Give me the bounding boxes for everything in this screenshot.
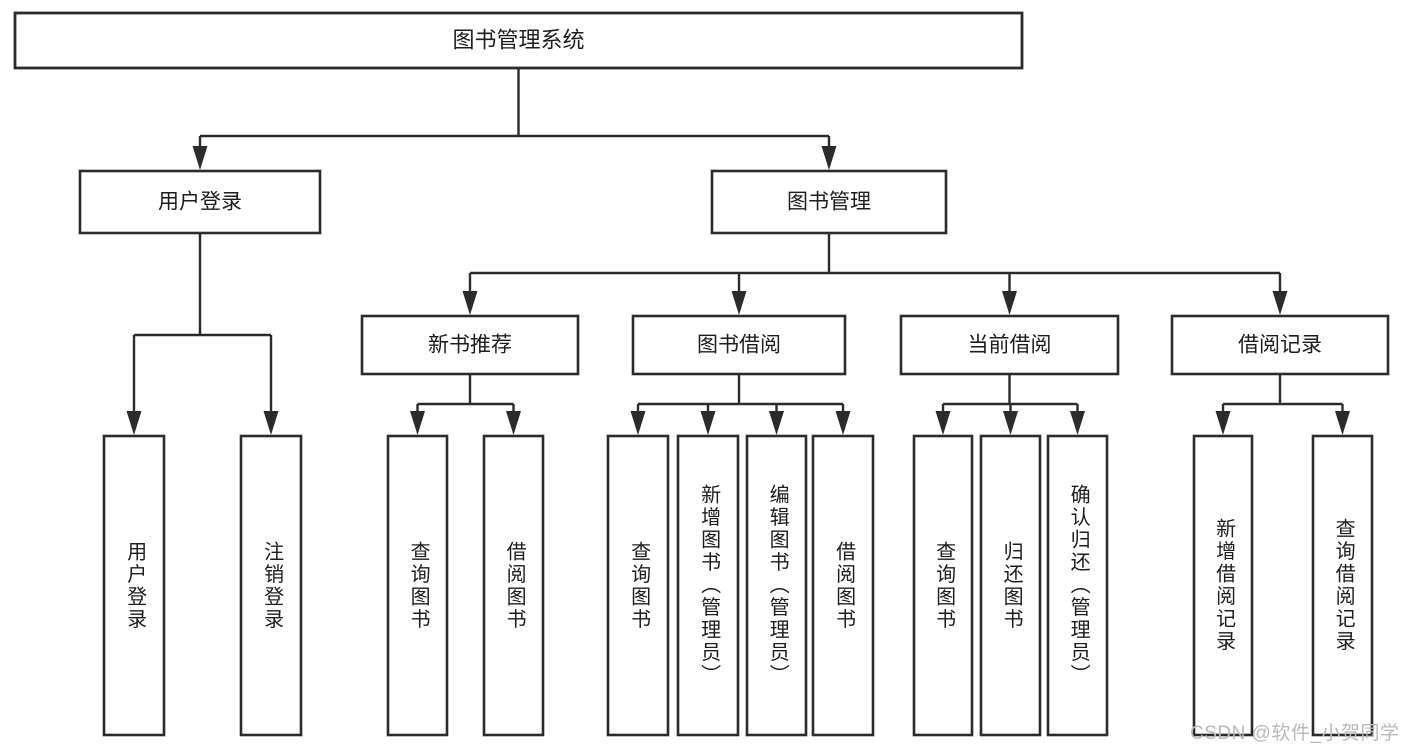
node-label: 用户登录 [158, 191, 242, 214]
node-leaf-user-login[interactable] [102, 434, 166, 737]
arrow-head-icon [835, 411, 851, 435]
node-label: 图书借阅 [697, 334, 781, 357]
node-label: 当前借阅 [968, 334, 1052, 357]
connector-group-new-book-rec [410, 374, 521, 435]
arrow-head-icon [1070, 411, 1085, 435]
node-box[interactable] [811, 434, 875, 737]
node-box[interactable] [1192, 434, 1254, 737]
node-current-borrow[interactable]: 当前借阅 [899, 314, 1120, 376]
node-leaf-borrow-book-1[interactable] [482, 434, 545, 737]
node-box[interactable] [102, 434, 166, 737]
node-leaf-add-record[interactable] [1192, 434, 1254, 737]
arrow-head-icon [700, 411, 716, 435]
node-leaf-return-book[interactable] [979, 434, 1042, 737]
node-label: 借阅记录 [1238, 334, 1322, 357]
node-leaf-query-book-3[interactable] [912, 434, 974, 737]
arrow-head-icon [731, 291, 747, 315]
node-box[interactable] [78, 169, 322, 235]
arrow-head-icon [410, 411, 425, 435]
node-box[interactable] [912, 434, 974, 737]
arrow-head-icon [192, 146, 208, 170]
node-label: 图书管理系统 [452, 27, 584, 52]
node-box[interactable] [1170, 314, 1390, 376]
arrow-head-icon [1335, 411, 1350, 435]
arrow-head-icon [1002, 291, 1017, 315]
node-leaf-edit-book[interactable] [745, 434, 808, 737]
arrow-head-icon [630, 411, 646, 435]
node-box[interactable] [360, 314, 580, 376]
node-box[interactable] [1046, 434, 1109, 737]
node-book-borrow[interactable]: 图书借阅 [631, 314, 847, 376]
node-box[interactable] [745, 434, 808, 737]
arrow-head-icon [126, 411, 142, 435]
arrow-head-icon [1215, 411, 1231, 435]
arrow-head-icon [506, 411, 521, 435]
node-new-book-rec[interactable]: 新书推荐 [360, 314, 580, 376]
connector-group-book-manage [462, 233, 1288, 315]
node-box[interactable] [386, 434, 449, 737]
node-box[interactable] [606, 434, 670, 737]
node-user-login[interactable]: 用户登录 [78, 169, 322, 235]
arrow-head-icon [1272, 291, 1288, 315]
arrow-head-icon [935, 411, 951, 435]
connector-group-book-borrow [630, 374, 851, 435]
node-label: 新书推荐 [428, 334, 512, 357]
connector-group-root [192, 68, 837, 170]
node-leaf-borrow-book-2[interactable] [811, 434, 875, 737]
node-leaf-add-book[interactable] [676, 434, 740, 737]
connector-group-current-borrow [935, 374, 1085, 435]
node-leaf-query-record[interactable] [1311, 434, 1374, 737]
node-box[interactable] [710, 169, 948, 235]
node-box[interactable] [631, 314, 847, 376]
arrow-head-icon [1003, 411, 1018, 435]
connector-group-borrow-record [1215, 374, 1350, 435]
node-box[interactable] [482, 434, 545, 737]
arrow-head-icon [769, 411, 784, 435]
node-borrow-record[interactable]: 借阅记录 [1170, 314, 1390, 376]
node-box[interactable] [239, 434, 303, 737]
node-box[interactable] [1311, 434, 1374, 737]
node-box[interactable] [13, 11, 1024, 70]
node-root[interactable]: 图书管理系统 [13, 11, 1024, 70]
connector-group-user-login [126, 233, 279, 435]
arrow-head-icon [821, 146, 837, 170]
connectors-layer [126, 68, 1350, 435]
node-leaf-user-logout[interactable] [239, 434, 303, 737]
node-leaf-confirm-return[interactable] [1046, 434, 1109, 737]
node-box[interactable] [676, 434, 740, 737]
node-label: 图书管理 [787, 191, 871, 214]
node-box[interactable] [979, 434, 1042, 737]
arrow-head-icon [462, 291, 478, 315]
node-box[interactable] [899, 314, 1120, 376]
node-leaf-query-book-2[interactable] [606, 434, 670, 737]
node-book-manage[interactable]: 图书管理 [710, 169, 948, 235]
node-leaf-query-book-1[interactable] [386, 434, 449, 737]
arrow-head-icon [263, 411, 279, 435]
